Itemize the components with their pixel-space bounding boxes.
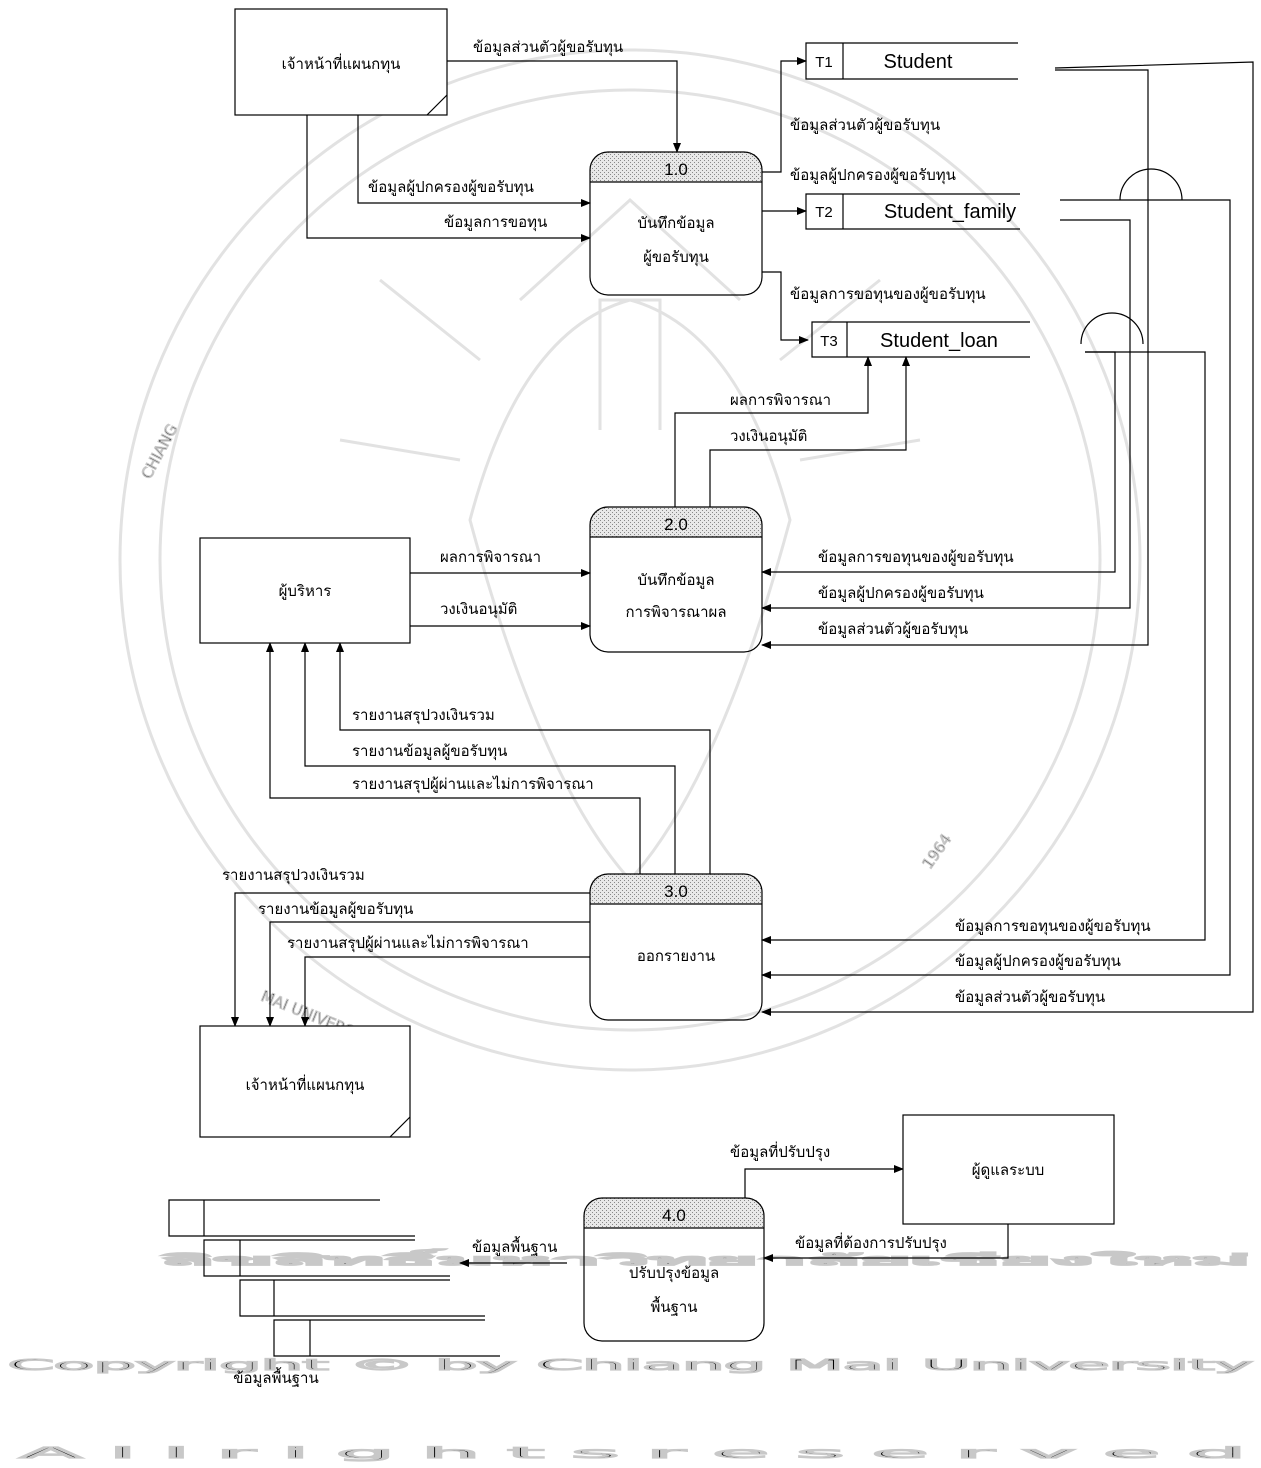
university-seal-watermark: CHIANG MAI UNIVERSITY 1964 ลิขสิทธิ์มหาว… bbox=[7, 48, 1254, 1463]
flow-label: ข้อมูลการขอทุนของผู้ขอรับทุน bbox=[818, 548, 1014, 567]
external-entity-admin: ผู้ดูแลระบบ bbox=[902, 1114, 1115, 1225]
flow-label: วงเงินอนุมัติ bbox=[440, 600, 517, 619]
process-name-line1: ออกรายงาน bbox=[637, 947, 715, 965]
process-3: 3.0 ออกรายงาน bbox=[589, 873, 763, 1021]
process-id: 3.0 bbox=[664, 882, 688, 901]
entity-label: ผู้บริหาร bbox=[279, 582, 332, 600]
entity-label: เจ้าหน้าที่แผนกทุน bbox=[246, 1074, 365, 1095]
external-entity-officer-bottom: เจ้าหน้าที่แผนกทุน bbox=[199, 1025, 411, 1138]
watermark-copyright: Copyright © by Chiang Mai University bbox=[8, 1356, 1254, 1374]
flow-label: รายงานข้อมูลผู้ขอรับทุน bbox=[352, 742, 507, 761]
flow-label: ข้อมูลผู้ปกครองผู้ขอรับทุน bbox=[368, 178, 534, 197]
seal-year: 1964 bbox=[919, 831, 956, 873]
watermark-thai: ลิขสิทธิ์มหาวิทยาลัยเชียงใหม่ bbox=[160, 1248, 1250, 1269]
watermark-rights: A l l r i g h t s r e s e r v e d bbox=[20, 1444, 1245, 1462]
process-name-line1: ปรับปรุงข้อมูล bbox=[629, 1264, 719, 1283]
external-entity-executive: ผู้บริหาร bbox=[199, 537, 411, 644]
process-id: 1.0 bbox=[664, 160, 688, 179]
process-name-line2: ผู้ขอรับทุน bbox=[643, 248, 709, 267]
flow-label: วงเงินอนุมัติ bbox=[730, 427, 807, 446]
flow-label: ผลการพิจารณา bbox=[440, 548, 541, 566]
seal-text-left: CHIANG bbox=[138, 421, 182, 482]
flow-label: ข้อมูลส่วนตัวผู้ขอรับทุน bbox=[473, 38, 623, 57]
entity-label: เจ้าหน้าที่แผนกทุน bbox=[282, 53, 401, 74]
process-name-line2: การพิจารณาผล bbox=[625, 603, 726, 621]
store-id: T1 bbox=[815, 54, 833, 71]
store-name: Student bbox=[884, 51, 953, 73]
process-id: 4.0 bbox=[662, 1206, 686, 1225]
flow-label: ข้อมูลพื้นฐาน bbox=[472, 1236, 557, 1256]
process-name-line2: พื้นฐาน bbox=[650, 1296, 697, 1316]
process-id: 2.0 bbox=[664, 515, 688, 534]
entity-label: ผู้ดูแลระบบ bbox=[972, 1161, 1045, 1179]
flow-label: ข้อมูลส่วนตัวผู้ขอรับทุน bbox=[790, 116, 940, 135]
flow-label: ข้อมูลการขอทุนของผู้ขอรับทุน bbox=[955, 917, 1151, 936]
flow-label: รายงานสรุปวงเงินรวม bbox=[222, 866, 365, 885]
store-id: T2 bbox=[815, 204, 833, 221]
data-store-basic-stack: ข้อมูลพื้นฐาน bbox=[168, 1199, 500, 1387]
store-name: ข้อมูลพื้นฐาน bbox=[233, 1367, 318, 1387]
data-store-t3: T3 Student_loan bbox=[811, 321, 1030, 358]
store-id: T3 bbox=[820, 333, 838, 350]
process-1: 1.0 บันทึกข้อมูล ผู้ขอรับทุน bbox=[589, 151, 763, 296]
flow-label: ข้อมูลที่ปรับปรุง bbox=[730, 1141, 830, 1162]
flow-label: รายงานสรุปผู้ผ่านและไม่การพิจารณา bbox=[352, 775, 594, 794]
store-name: Student_family bbox=[884, 201, 1016, 223]
data-store-t2: T2 Student_family bbox=[805, 193, 1020, 230]
process-name-line1: บันทึกข้อมูล bbox=[637, 571, 714, 589]
store-name: Student_loan bbox=[880, 330, 998, 352]
data-store-t1: T1 Student bbox=[805, 42, 1018, 80]
flow-labels: ข้อมูลส่วนตัวผู้ขอรับทุน ข้อมูลผู้ปกครอง… bbox=[222, 38, 1151, 1256]
flow-label: ข้อมูลผู้ปกครองผู้ขอรับทุน bbox=[790, 166, 956, 185]
flow-label: ข้อมูลผู้ปกครองผู้ขอรับทุน bbox=[818, 584, 984, 603]
process-4: 4.0 ปรับปรุงข้อมูล พื้นฐาน bbox=[583, 1197, 765, 1342]
flow-label: ผลการพิจารณา bbox=[730, 391, 831, 409]
process-name-line1: บันทึกข้อมูล bbox=[637, 214, 714, 232]
flow-label: รายงานข้อมูลผู้ขอรับทุน bbox=[258, 900, 413, 919]
flow-label: ข้อมูลผู้ปกครองผู้ขอรับทุน bbox=[955, 952, 1121, 971]
flow-lines bbox=[231, 57, 1254, 1267]
process-2: 2.0 บันทึกข้อมูล การพิจารณาผล bbox=[589, 506, 763, 653]
flow-label: รายงานสรุปวงเงินรวม bbox=[352, 706, 495, 725]
flow-label: ข้อมูลที่ต้องการปรับปรุง bbox=[795, 1232, 947, 1253]
flow-label: ข้อมูลส่วนตัวผู้ขอรับทุน bbox=[955, 988, 1105, 1007]
external-entity-officer-top: เจ้าหน้าที่แผนกทุน bbox=[234, 8, 448, 116]
flow-label: รายงานสรุปผู้ผ่านและไม่การพิจารณา bbox=[287, 934, 529, 953]
flow-label: ข้อมูลการขอทุน bbox=[444, 213, 547, 232]
flow-label: ข้อมูลส่วนตัวผู้ขอรับทุน bbox=[818, 620, 968, 639]
flow-label: ข้อมูลการขอทุนของผู้ขอรับทุน bbox=[790, 285, 986, 304]
